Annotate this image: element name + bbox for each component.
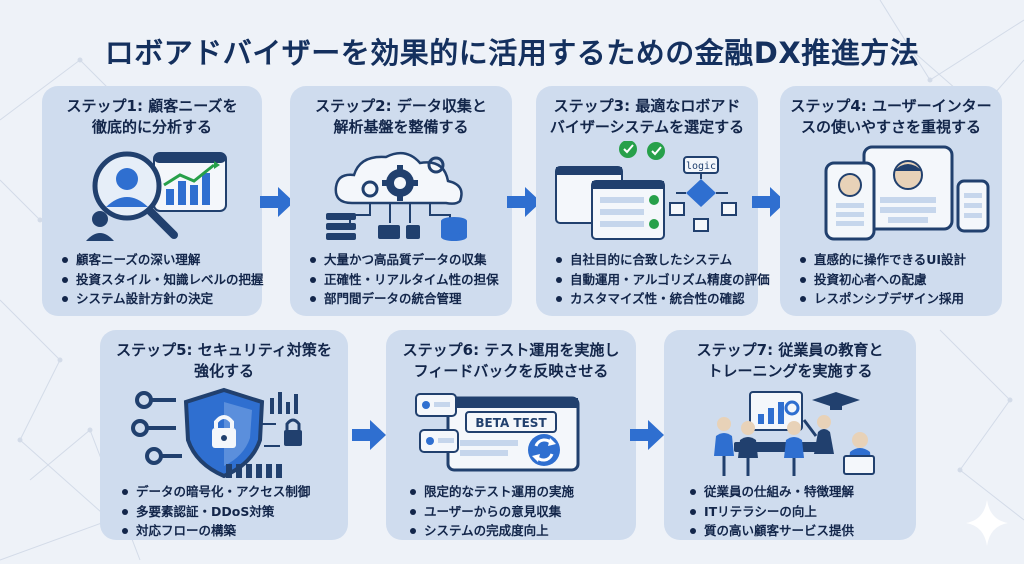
list-item: 従業員の仕組み・特徴理解 bbox=[690, 482, 910, 502]
responsive-devices-icon bbox=[824, 145, 990, 241]
step-1-card: ステップ1: 顧客ニーズを 徹底的に分析する 顧客ニーズの深い理解 投資スタイル… bbox=[42, 86, 264, 316]
list-item: カスタマイズ性・統合性の確認 bbox=[556, 289, 752, 309]
list-item: 投資初心者への配慮 bbox=[800, 270, 996, 290]
training-team-icon bbox=[714, 391, 875, 476]
list-item: 自動運用・アルゴリズム精度の評価 bbox=[556, 270, 770, 290]
arrow-right-icon bbox=[752, 187, 786, 217]
step-6-card: ステップ6: テスト運用を実施し フィードバックを反映させる BETA TEST… bbox=[386, 330, 636, 540]
list-item: 顧客ニーズの深い理解 bbox=[62, 250, 256, 270]
step-3-title: ステップ3: 最適なロボアド バイザーシステムを選定する bbox=[549, 97, 745, 136]
security-shield-icon bbox=[131, 387, 302, 479]
step-3-bullets: 自社目的に合致したシステム 自動運用・アルゴリズム精度の評価 カスタマイズ性・統… bbox=[556, 250, 770, 309]
step-6-bullets: 限定的なテスト運用の実施 ユーザーからの意見収集 システムの完成度向上 bbox=[410, 482, 630, 541]
step-5-title: ステップ5: セキュリティ対策を 強化する bbox=[116, 341, 332, 380]
list-item: ITリテラシーの向上 bbox=[690, 502, 910, 522]
system-selection-icon: logic bbox=[555, 141, 737, 240]
step-2-card: ステップ2: データ収集と 解析基盤を整備する 大量かつ高品質データの収集 正確… bbox=[290, 86, 512, 316]
list-item: レスポンシブデザイン採用 bbox=[800, 289, 996, 309]
logic-label: logic bbox=[686, 161, 716, 172]
list-item: データの暗号化・アクセス制御 bbox=[122, 482, 342, 502]
arrow-right-icon bbox=[630, 420, 664, 450]
step-1-bullets: 顧客ニーズの深い理解 投資スタイル・知識レベルの把握 システム設計方針の決定 bbox=[62, 250, 264, 309]
beta-test-label: BETA TEST bbox=[475, 416, 547, 430]
step-7-card: ステップ7: 従業員の教育と トレーニングを実施する 従業員の仕組み・特徴理解 … bbox=[664, 330, 916, 540]
step-7-title: ステップ7: 従業員の教育と トレーニングを実施する bbox=[696, 341, 884, 380]
arrow-right-icon bbox=[352, 420, 386, 450]
beta-test-icon: BETA TEST bbox=[415, 393, 580, 472]
list-item: システム設計方針の決定 bbox=[62, 289, 256, 309]
step-5-bullets: データの暗号化・アクセス制御 多要素認証・DDoS対策 対応フローの構築 bbox=[122, 482, 342, 541]
customer-analysis-icon bbox=[86, 151, 227, 241]
step-4-card: ステップ4: ユーザーインター スの使いやすさを重視する 直感的に操作できるUI… bbox=[780, 86, 1002, 316]
list-item: 質の高い顧客サービス提供 bbox=[690, 521, 910, 541]
sparkle-icon bbox=[966, 500, 1008, 546]
step-3-card: ステップ3: 最適なロボアド バイザーシステムを選定する logic 自社目的に… bbox=[536, 86, 770, 316]
step-2-title: ステップ2: データ収集と 解析基盤を整備する bbox=[315, 97, 487, 136]
list-item: 自社目的に合致したシステム bbox=[556, 250, 752, 270]
list-item: 正確性・リアルタイム性の担保 bbox=[310, 270, 506, 290]
arrow-right-icon bbox=[507, 187, 541, 217]
step-4-title: ステップ4: ユーザーインター スの使いやすさを重視する bbox=[790, 97, 992, 136]
list-item: ユーザーからの意見収集 bbox=[410, 502, 630, 522]
step-2-bullets: 大量かつ高品質データの収集 正確性・リアルタイム性の担保 部門間データの統合管理 bbox=[310, 250, 506, 309]
step-6-title: ステップ6: テスト運用を実施し フィードバックを反映させる bbox=[402, 341, 620, 380]
list-item: 部門間データの統合管理 bbox=[310, 289, 506, 309]
page-title: ロボアドバイザーを効果的に活用するための金融DX推進方法 bbox=[104, 36, 920, 70]
list-item: 対応フローの構築 bbox=[122, 521, 342, 541]
step-4-bullets: 直感的に操作できるUI設計 投資初心者への配慮 レスポンシブデザイン採用 bbox=[800, 250, 996, 309]
step-5-card: ステップ5: セキュリティ対策を 強化する データの暗号化・アクセス制御 多要素… bbox=[100, 330, 348, 540]
list-item: 投資スタイル・知識レベルの把握 bbox=[62, 270, 264, 290]
step-1-title: ステップ1: 顧客ニーズを 徹底的に分析する bbox=[66, 97, 238, 136]
step-7-bullets: 従業員の仕組み・特徴理解 ITリテラシーの向上 質の高い顧客サービス提供 bbox=[690, 482, 910, 541]
list-item: 大量かつ高品質データの収集 bbox=[310, 250, 506, 270]
cloud-data-icon bbox=[326, 151, 467, 241]
arrow-right-icon bbox=[260, 187, 294, 217]
list-item: 直感的に操作できるUI設計 bbox=[800, 250, 996, 270]
list-item: 限定的なテスト運用の実施 bbox=[410, 482, 630, 502]
list-item: 多要素認証・DDoS対策 bbox=[122, 502, 342, 522]
list-item: システムの完成度向上 bbox=[410, 521, 630, 541]
